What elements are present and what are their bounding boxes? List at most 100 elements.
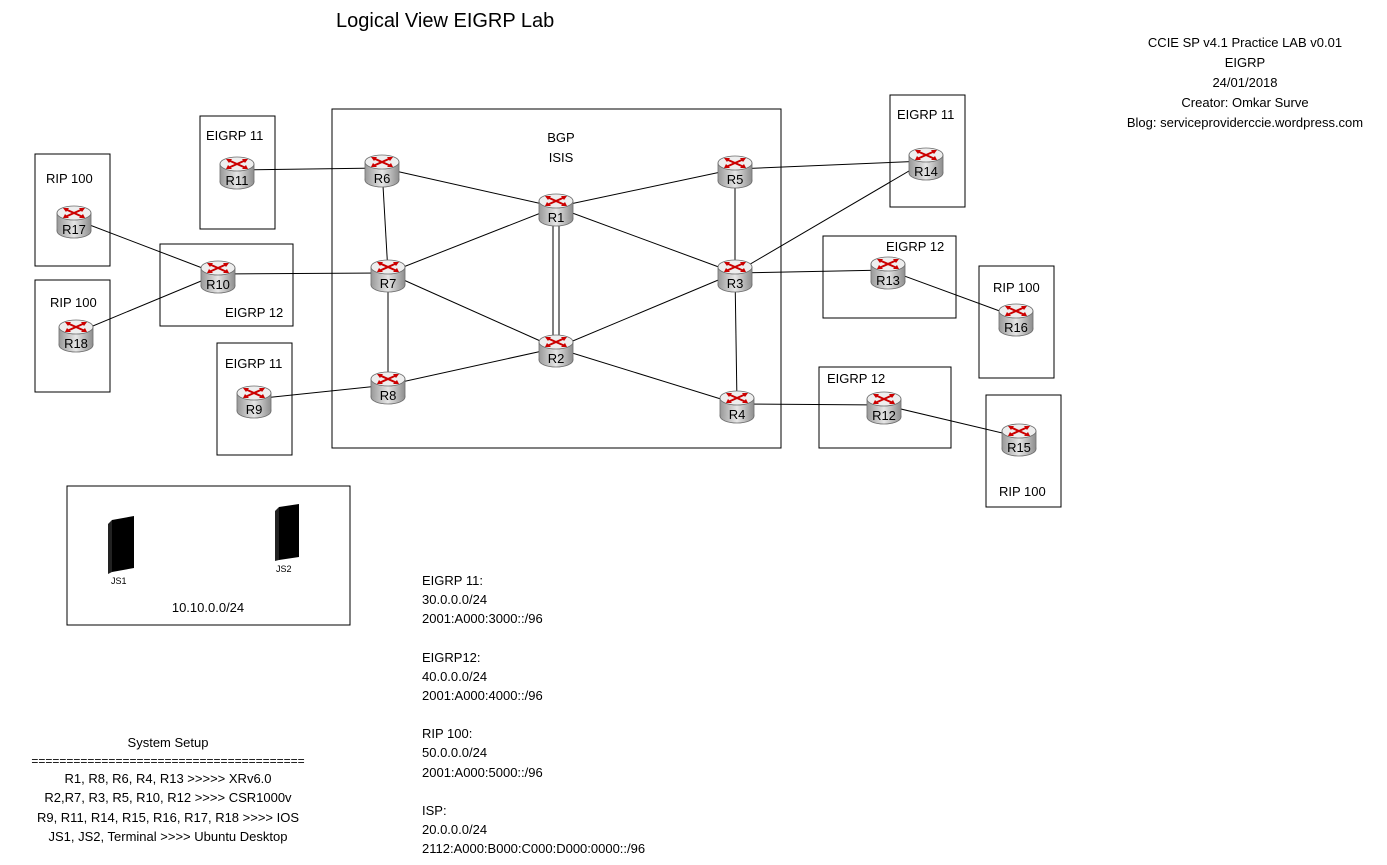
router-icon (364, 154, 400, 188)
r14-domain-box (889, 94, 966, 208)
router-label: R18 (64, 336, 88, 351)
router-icon (538, 334, 574, 368)
router-r2[interactable]: R2 (538, 334, 574, 368)
net-eigrp11-ipv6: 2001:A000:3000::/96 (422, 611, 543, 627)
r17-domain-label: RIP 100 (46, 171, 93, 186)
router-label: R5 (727, 172, 744, 187)
router-label: R17 (62, 222, 86, 237)
link-r7-r1 (387, 206, 557, 274)
router-label: R10 (206, 277, 230, 292)
r11-domain-box (199, 115, 276, 230)
router-icon (1001, 423, 1037, 457)
lab-info: CCIE SP v4.1 Practice LAB v0.01 EIGRP 24… (1100, 33, 1387, 133)
link-r11-r6 (236, 167, 383, 171)
router-r9[interactable]: R9 (236, 385, 272, 419)
router-r5[interactable]: R5 (717, 155, 753, 189)
r18-domain-box (34, 279, 111, 393)
link-r8-r2 (387, 347, 557, 386)
router-icon (219, 156, 255, 190)
diagram-title: Logical View EIGRP Lab (336, 10, 555, 32)
router-icon (370, 259, 406, 293)
router-r15[interactable]: R15 (1001, 423, 1037, 457)
router-label: R4 (729, 407, 746, 422)
info-topic: EIGRP (1224, 55, 1266, 70)
router-r8[interactable]: R8 (370, 371, 406, 405)
router-icon (717, 155, 753, 189)
network-addressing-list: EIGRP 11: 30.0.0.0/24 2001:A000:3000::/9… (422, 571, 645, 858)
r12-domain-box (818, 366, 952, 449)
link-r17-r10 (73, 218, 219, 275)
system-setup-xrv: R1, R8, R6, R4, R13 >>>>> XRv6.0 (64, 770, 272, 786)
net-eigrp12-ipv4: 40.0.0.0/24 (422, 668, 488, 684)
r10-domain-box (159, 243, 294, 327)
router-r16[interactable]: R16 (998, 303, 1034, 337)
core-bgp-isis-box (331, 108, 782, 449)
link-r9-r8 (253, 384, 389, 400)
router-label: R3 (727, 276, 744, 291)
js2-label: JS2 (276, 564, 292, 574)
link-r4-r12 (736, 403, 885, 406)
net-eigrp11-name: EIGRP 11: (422, 573, 483, 588)
link-r6-r1 (381, 167, 557, 208)
router-icon (870, 256, 906, 290)
link-r7-r2 (387, 272, 557, 349)
r9-domain-label: EIGRP 11 (225, 356, 283, 371)
router-r10[interactable]: R10 (200, 260, 236, 294)
r16-domain-label: RIP 100 (993, 280, 1040, 295)
router-icon (998, 303, 1034, 337)
link-r1-r5 (555, 168, 736, 208)
router-r3[interactable]: R3 (717, 259, 753, 293)
router-label: R8 (380, 388, 397, 403)
router-icon (236, 385, 272, 419)
router-label: R11 (226, 173, 249, 188)
jumpserver-js2-icon (275, 504, 299, 561)
router-icon (56, 205, 92, 239)
router-r14[interactable]: R14 (908, 147, 944, 181)
link-r2-r3 (555, 272, 736, 349)
router-r18[interactable]: R18 (58, 319, 94, 353)
jumpserver-box (66, 485, 351, 626)
routers-layer: R1R2R3R4R5R6R7R8R9R10R11R12R13R14R15R16R… (56, 147, 1037, 457)
router-label: R13 (876, 273, 900, 288)
router-r12[interactable]: R12 (866, 391, 902, 425)
jumpserver-subnet: 10.10.0.0/24 (171, 600, 245, 615)
r15-domain-label: RIP 100 (999, 484, 1046, 499)
router-r6[interactable]: R6 (364, 154, 400, 188)
router-r4[interactable]: R4 (719, 390, 755, 424)
info-date: 24/01/2018 (1212, 75, 1278, 90)
router-label: R14 (914, 164, 938, 179)
link-r3-r14 (734, 160, 927, 274)
info-lab-name: CCIE SP v4.1 Practice LAB v0.01 (1147, 35, 1343, 50)
link-r18-r10 (75, 273, 219, 334)
r17-domain-box (34, 153, 111, 267)
net-eigrp12-name: EIGRP12: (422, 649, 481, 665)
router-r17[interactable]: R17 (56, 205, 92, 239)
router-icon (538, 193, 574, 227)
net-isp-name: ISP: (422, 802, 447, 818)
router-icon (200, 260, 236, 294)
r10-domain-label: EIGRP 12 (225, 305, 284, 320)
router-label: R16 (1004, 320, 1028, 335)
r16-domain-box (978, 265, 1055, 379)
net-isp-ipv6: 2112:A000:B000:C000:D000:0000::/96 (422, 841, 646, 857)
router-icon (908, 147, 944, 181)
router-label: R9 (246, 402, 263, 417)
js1-label: JS1 (111, 576, 127, 586)
r13-domain-box (822, 235, 957, 319)
router-label: R6 (374, 171, 391, 186)
jumpserver-js1-icon (108, 516, 134, 574)
router-r7[interactable]: R7 (370, 259, 406, 293)
links-layer (73, 160, 1020, 438)
router-label: R2 (548, 351, 565, 366)
router-r13[interactable]: R13 (870, 256, 906, 290)
router-icon (866, 391, 902, 425)
router-r1[interactable]: R1 (538, 193, 574, 227)
r9-domain-box (216, 342, 293, 456)
router-icon (58, 319, 94, 353)
r13-domain-label: EIGRP 12 (886, 239, 945, 254)
r11-domain-label: EIGRP 11 (206, 128, 264, 143)
router-r11[interactable]: R11 (219, 156, 255, 190)
net-isp-ipv4: 20.0.0.0/24 (422, 822, 488, 838)
link-r10-r7 (217, 272, 389, 275)
